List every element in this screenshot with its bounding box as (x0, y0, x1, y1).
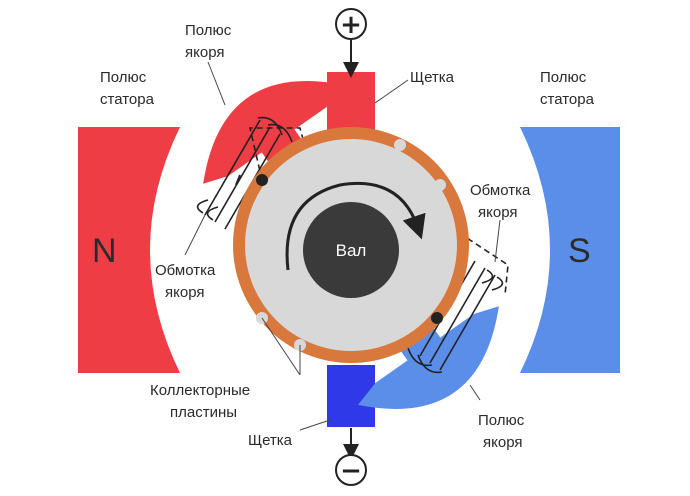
label-winding-left: Обмотка якоря (155, 262, 220, 301)
north-pole-letter: N (92, 232, 117, 270)
shaft-label: Вал (336, 241, 367, 260)
label-brush-top: Щетка (410, 69, 455, 86)
label-armature-pole-top: Полюс якоря (185, 22, 235, 61)
rotation-arrow (285, 181, 426, 271)
leader-lines (184, 61, 501, 431)
winding-right (407, 260, 504, 374)
label-stator-pole-left: Полюс статора (100, 69, 155, 108)
label-commutator-plates: Коллекторные пластины (150, 382, 254, 421)
shaft (303, 202, 399, 298)
minus-sign: − (340, 456, 362, 486)
winding-left (196, 116, 293, 230)
contact-dot-right (431, 312, 443, 324)
plus-terminal: + (335, 8, 367, 78)
stator-pole-south (520, 127, 620, 373)
contact-dot-left (256, 174, 268, 186)
plus-sign: + (340, 10, 362, 40)
label-winding-right: Обмотка якоря (470, 182, 535, 221)
stator-pole-north (78, 127, 180, 373)
south-pole-letter: S (568, 232, 591, 270)
minus-terminal: − (335, 428, 367, 486)
label-stator-pole-right: Полюс статора (540, 69, 595, 108)
label-brush-bottom: Щетка (248, 432, 293, 449)
label-armature-pole-bottom: Полюс якоря (478, 412, 528, 451)
